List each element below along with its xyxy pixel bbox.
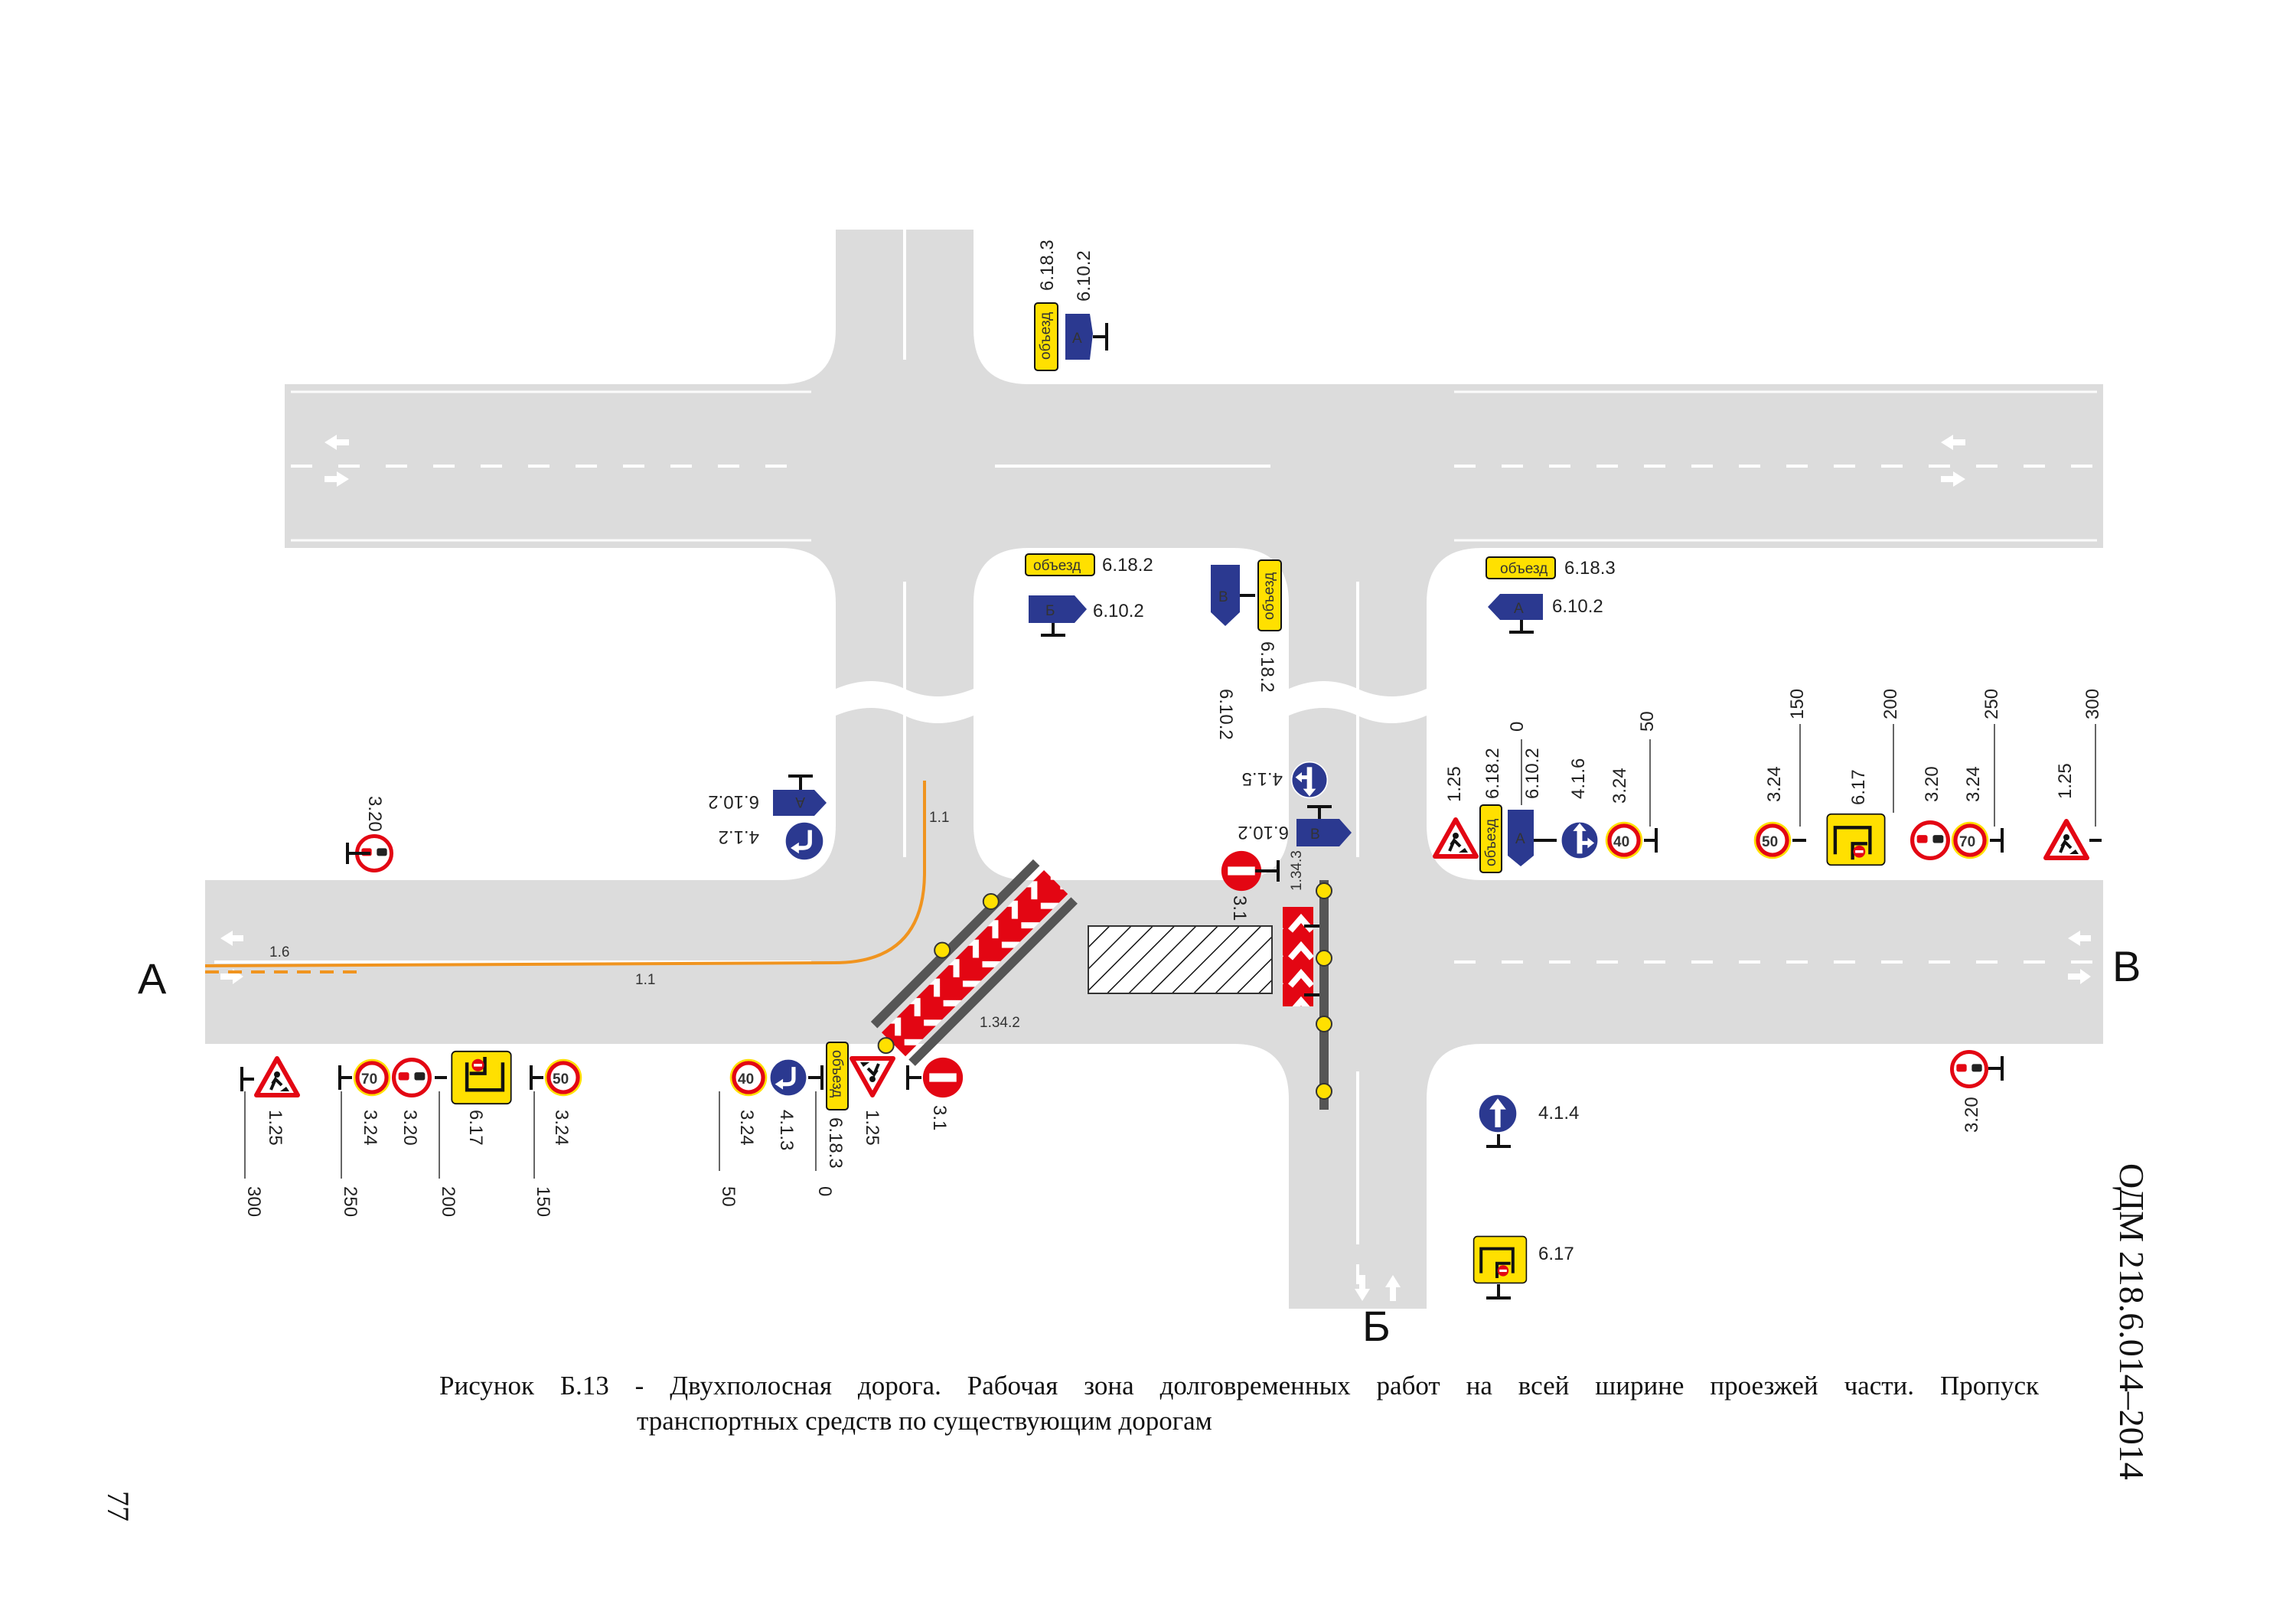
page-number: 77 bbox=[101, 1491, 135, 1521]
label-mid-6-10-2: 6.10.2 bbox=[1215, 689, 1236, 740]
svg-text:70: 70 bbox=[1959, 834, 1975, 850]
label-s-3-24c: 3.24 bbox=[360, 1110, 380, 1146]
label-w-6-10-2: 6.10.2 bbox=[708, 791, 759, 812]
dist-e-250: 250 bbox=[1981, 689, 2002, 719]
label-ne-6-10-2: 6.10.2 bbox=[1552, 596, 1603, 617]
svg-text:Б: Б bbox=[1045, 603, 1055, 619]
svg-text:объезд: объезд bbox=[829, 1050, 845, 1097]
marking-label-1-34-2: 1.34.2 bbox=[980, 1015, 1020, 1031]
sign-group-centre: 4.1.5 В 6.10.2 3.1 bbox=[1221, 762, 1352, 921]
label-island-6-10-2: 6.10.2 bbox=[1093, 601, 1144, 621]
sign-group-island: объезд 6.18.2 Б 6.10.2 bbox=[1025, 553, 1153, 637]
marking-label-1-1-b: 1.1 bbox=[635, 972, 655, 988]
sign-group-east: объезд А 40 1.25 6.18.2 6.10.2 4.1.6 3.2… bbox=[1435, 689, 2103, 873]
label-s-4-1-3: 4.1.3 bbox=[776, 1110, 797, 1150]
label-s-6-18-3: 6.18.3 bbox=[825, 1117, 846, 1169]
svg-text:объезд: объезд bbox=[1033, 558, 1081, 574]
svg-text:А: А bbox=[1515, 831, 1525, 847]
caption-line-1: Рисунок Б.13 - Двухполосная дорога. Рабо… bbox=[439, 1371, 2039, 1401]
svg-text:объезд: объезд bbox=[1038, 312, 1054, 360]
label-e-4-1-6: 4.1.6 bbox=[1568, 758, 1589, 799]
work-zone bbox=[1088, 925, 1273, 994]
caption-line-2: транспортных средств по существующим дор… bbox=[637, 1406, 1212, 1436]
svg-text:В: В bbox=[1310, 827, 1320, 843]
label-s-3-24b: 3.24 bbox=[551, 1110, 572, 1146]
label-e-6-17: 6.17 bbox=[1848, 769, 1869, 805]
sign-group-northeast: объезд 6.18.3 А 6.10.2 bbox=[1486, 556, 1616, 634]
label-s-3-24a: 3.24 bbox=[736, 1110, 757, 1146]
dist-e-150: 150 bbox=[1787, 689, 1808, 719]
svg-text:объезд: объезд bbox=[1500, 561, 1548, 577]
svg-text:объезд: объезд bbox=[1483, 819, 1499, 866]
svg-text:А: А bbox=[795, 794, 805, 810]
vertical-barrier bbox=[1283, 880, 1332, 1110]
label-c-4-1-5: 4.1.5 bbox=[1242, 768, 1283, 789]
dist-e-300: 300 bbox=[2082, 689, 2103, 719]
sign-group-west: А 6.10.2 4.1.2 3.20 bbox=[346, 774, 827, 871]
sign-group-southwest: 70 50 1.25 3.24 3.20 6.17 3.24 300 250 2… bbox=[240, 1052, 835, 1217]
label-top-6-18-3: 6.18.3 bbox=[1037, 240, 1058, 291]
svg-text:объезд: объезд bbox=[1261, 572, 1277, 620]
label-se-4-1-4: 4.1.4 bbox=[1538, 1103, 1579, 1123]
dist-w-200: 200 bbox=[438, 1186, 458, 1217]
sign-group-mid: В объезд 6.10.2 6.18.2 bbox=[1211, 559, 1282, 740]
label-s-1-25b: 1.25 bbox=[265, 1110, 285, 1146]
marking-label-1-1-a: 1.1 bbox=[929, 810, 949, 826]
direction-west: А bbox=[138, 954, 167, 1003]
label-s-3-20: 3.20 bbox=[400, 1110, 420, 1146]
dist-e-0: 0 bbox=[1507, 722, 1528, 732]
label-e-3-24c: 3.24 bbox=[1963, 766, 1984, 802]
dist-w-150: 150 bbox=[533, 1186, 553, 1217]
label-c-6-10-2: 6.10.2 bbox=[1238, 822, 1289, 843]
label-top-6-10-2: 6.10.2 bbox=[1074, 250, 1094, 302]
figure-caption: Рисунок Б.13 - Двухполосная дорога. Рабо… bbox=[439, 1368, 2039, 1439]
svg-text:А: А bbox=[1514, 601, 1524, 617]
label-s-3-1: 3.1 bbox=[929, 1105, 950, 1130]
sign-group-top: объезд А 6.18.3 6.10.2 bbox=[1034, 240, 1108, 371]
svg-text:50: 50 bbox=[1762, 834, 1778, 850]
dist-e-200: 200 bbox=[1880, 689, 1901, 719]
svg-text:50: 50 bbox=[553, 1071, 569, 1088]
svg-text:70: 70 bbox=[361, 1071, 377, 1088]
label-s-6-17: 6.17 bbox=[465, 1110, 486, 1146]
direction-east: В bbox=[2112, 942, 2141, 990]
sign-group-southeast: 3.20 4.1.4 6.17 bbox=[1473, 1052, 2004, 1300]
label-ne-6-18-3: 6.18.3 bbox=[1564, 558, 1616, 579]
label-e-3-24a: 3.24 bbox=[1609, 768, 1630, 804]
label-e-3-20: 3.20 bbox=[1922, 766, 1942, 802]
road-network bbox=[204, 230, 2103, 1309]
label-c-3-1: 3.1 bbox=[1229, 895, 1250, 921]
dist-w-50: 50 bbox=[718, 1186, 739, 1207]
label-s-1-25a: 1.25 bbox=[862, 1110, 882, 1146]
label-w-3-20: 3.20 bbox=[364, 796, 385, 832]
label-e-6-10-2: 6.10.2 bbox=[1522, 748, 1543, 799]
label-island-6-18-2: 6.18.2 bbox=[1102, 555, 1153, 576]
label-se-6-17: 6.17 bbox=[1538, 1244, 1574, 1264]
label-e-3-24b: 3.24 bbox=[1764, 766, 1785, 802]
label-e-1-25b: 1.25 bbox=[2055, 763, 2076, 799]
label-se-3-20: 3.20 bbox=[1962, 1097, 1982, 1133]
svg-text:40: 40 bbox=[738, 1071, 754, 1088]
svg-text:А: А bbox=[1072, 331, 1082, 347]
marking-label-1-34-3: 1.34.3 bbox=[1289, 850, 1305, 891]
dist-w-300: 300 bbox=[243, 1186, 264, 1217]
diagonal-barrier bbox=[870, 859, 1078, 1066]
svg-text:В: В bbox=[1218, 589, 1228, 605]
label-e-6-18-2: 6.18.2 bbox=[1482, 748, 1503, 799]
label-e-1-25a: 1.25 bbox=[1444, 766, 1465, 802]
dist-e-50: 50 bbox=[1637, 711, 1658, 732]
sign-group-south: 40 объезд 3.24 4.1.3 6.18.3 1.25 3.1 bbox=[730, 1042, 964, 1169]
dist-w-250: 250 bbox=[340, 1186, 360, 1217]
dist-w-0: 0 bbox=[814, 1186, 835, 1196]
svg-text:40: 40 bbox=[1613, 834, 1629, 850]
document-id: ОДМ 218.6.014–2014 bbox=[2112, 1163, 2151, 1480]
label-mid-6-18-2: 6.18.2 bbox=[1257, 641, 1277, 693]
marking-label-1-6: 1.6 bbox=[269, 944, 289, 960]
direction-south: Б bbox=[1362, 1302, 1391, 1350]
label-w-4-1-2: 4.1.2 bbox=[719, 827, 759, 847]
